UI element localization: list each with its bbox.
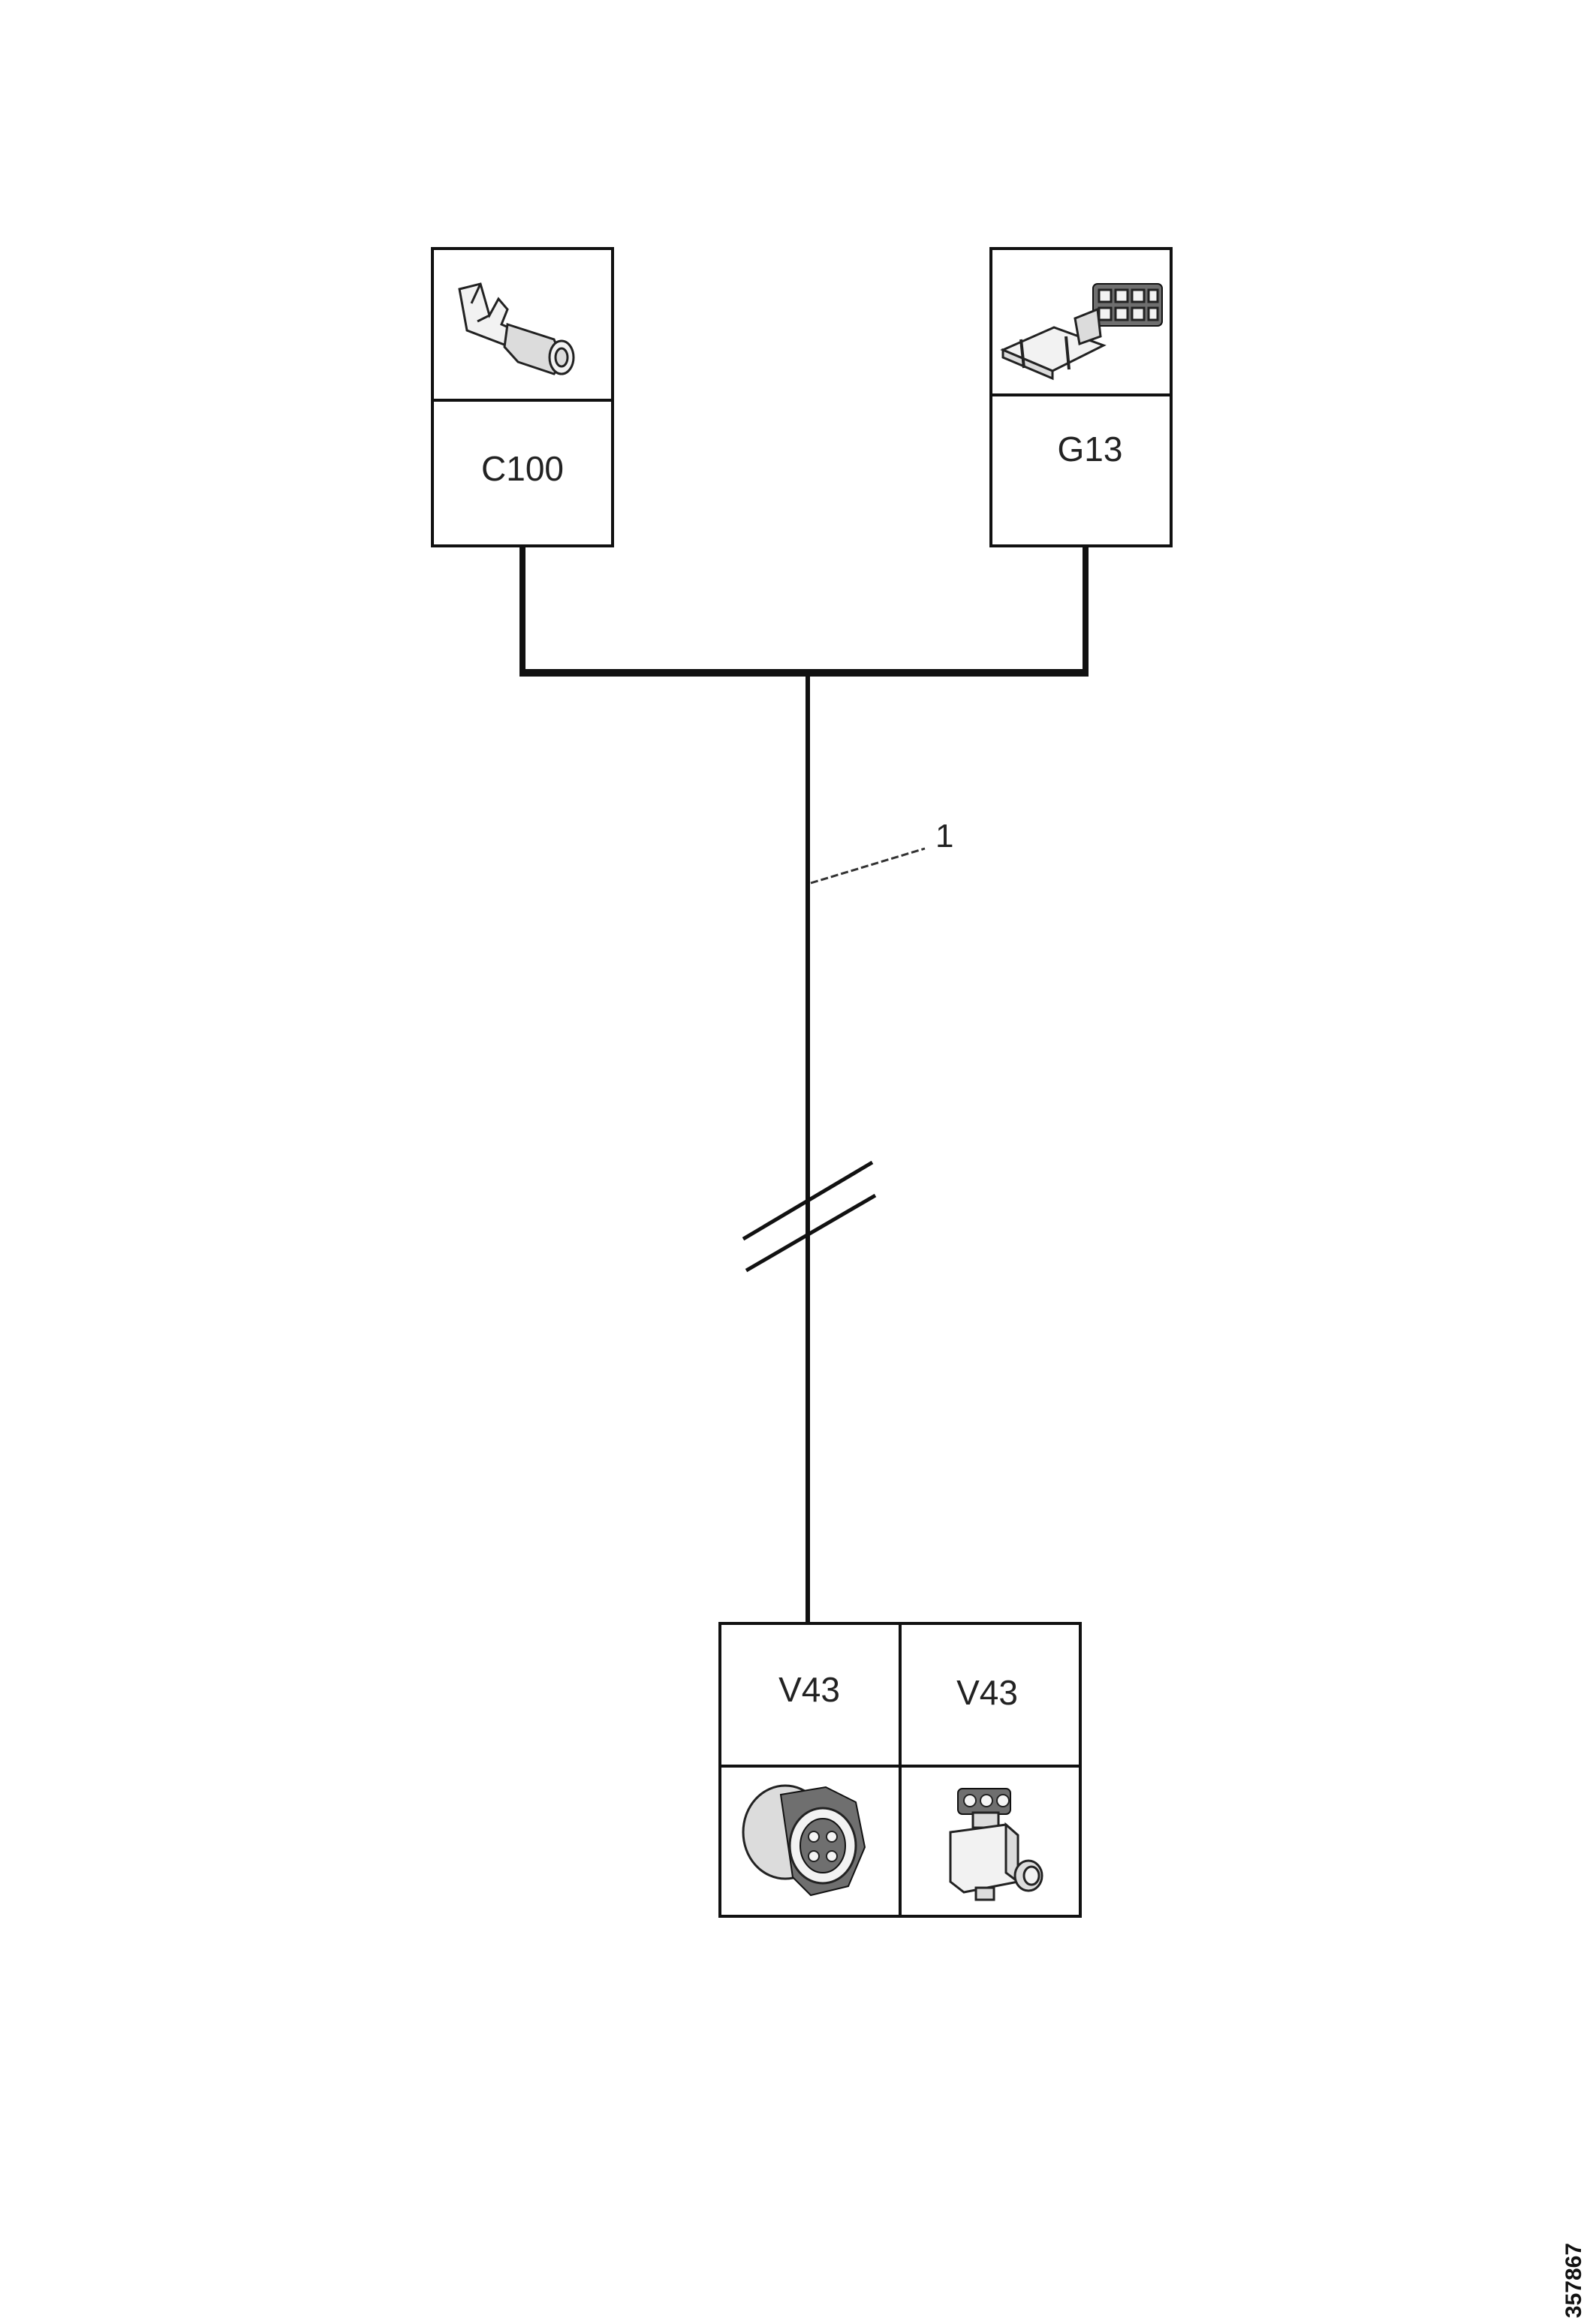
connector-v43-right-label: V43: [956, 1673, 1018, 1712]
multi-pin-connector-block-icon: [1000, 283, 1163, 381]
connector-v43-left-label: V43: [778, 1670, 840, 1709]
round-circular-connector-icon: [742, 1784, 866, 1897]
connector-g13[interactable]: G13: [989, 247, 1173, 547]
crimp-terminal-icon: [458, 282, 575, 375]
document-number: 357867: [1561, 2243, 1586, 2318]
connector-v43-group[interactable]: V43 V43: [718, 1622, 1082, 1918]
solenoid-valve-icon: [949, 1788, 1043, 1901]
wire-break-symbol: [742, 1160, 877, 1273]
wire-harness: [519, 546, 1089, 1626]
connector-c100-label: C100: [481, 449, 564, 488]
wire-callout-label: 1: [935, 818, 953, 855]
connector-c100[interactable]: C100: [431, 247, 614, 547]
wire-callout-1: 1: [810, 818, 953, 885]
connector-g13-label: G13: [1058, 430, 1123, 469]
wiring-diagram: C100 G13 1: [431, 247, 1173, 1918]
